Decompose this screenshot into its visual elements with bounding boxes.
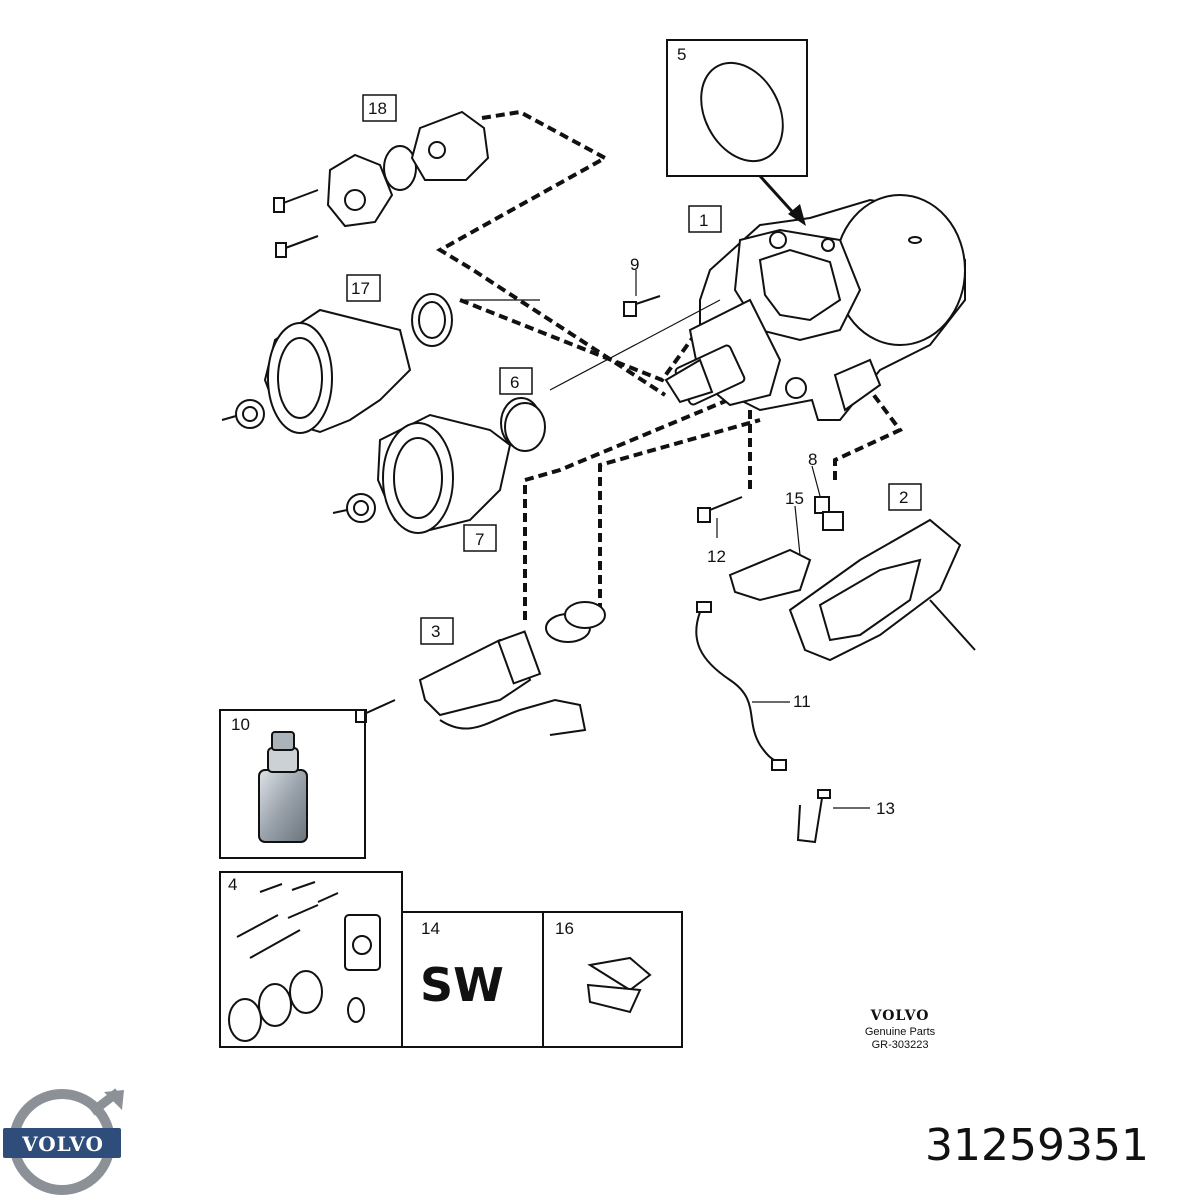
volvo-logo-icon	[3, 1088, 124, 1195]
callout-13: 13	[876, 799, 895, 818]
callout-10: 10	[231, 715, 250, 734]
callout-12: 12	[707, 547, 726, 566]
callout-9: 9	[630, 255, 639, 274]
part-13-clip	[796, 789, 831, 844]
dashed-connection-lines	[436, 109, 904, 620]
part-1-housing	[664, 194, 966, 421]
leader-lines	[460, 270, 870, 809]
part-5-gasket	[666, 39, 808, 226]
callout-3: 3	[431, 622, 440, 641]
part-4-repair-kit	[228, 881, 381, 1042]
callout-11: 11	[793, 692, 811, 711]
brand-name: VOLVO	[870, 1008, 930, 1024]
callout-2: 2	[899, 488, 908, 507]
callout-1: 1	[699, 211, 708, 230]
part-16-clip	[586, 956, 652, 1014]
callout-14: 14	[421, 919, 440, 938]
part-3-sensor	[355, 601, 606, 736]
kit-14-label: SW	[420, 958, 504, 1012]
part-11-wire	[695, 601, 787, 771]
callout-15: 15	[785, 489, 804, 508]
brand-block: VOLVO Genuine Parts GR-303223	[850, 1008, 950, 1051]
part-15-hose	[728, 548, 812, 602]
callout-boxes	[346, 94, 922, 645]
callout-17: 17	[351, 279, 370, 298]
kit-frames	[219, 709, 683, 1048]
part-10-fluid-bottle	[258, 731, 308, 843]
callout-5: 5	[677, 45, 686, 64]
brand-subtitle: Genuine Parts	[864, 1026, 936, 1038]
volvo-logo-text: VOLVO	[22, 1132, 104, 1156]
part-17-bell-housing	[221, 293, 453, 434]
part-8-sensor	[814, 496, 844, 531]
callout-6: 6	[510, 373, 519, 392]
callout-7: 7	[475, 530, 484, 549]
callout-4: 4	[228, 875, 237, 894]
callout-18: 18	[368, 99, 387, 118]
callout-16: 16	[555, 919, 574, 938]
callout-8: 8	[808, 450, 817, 469]
part-number: 31259351	[925, 1120, 1149, 1171]
callout-labels: 1 2 3 4 5 6 7 8 9 10 11 12 13 14 15 16 1…	[228, 45, 908, 938]
part-6-seal-ring	[504, 402, 546, 452]
brand-code: GR-303223	[871, 1039, 929, 1051]
part-12-bolt	[697, 496, 743, 523]
part-2-control-unit	[788, 518, 976, 662]
part-18-flange	[273, 110, 490, 258]
part-9-bolt	[623, 295, 661, 317]
